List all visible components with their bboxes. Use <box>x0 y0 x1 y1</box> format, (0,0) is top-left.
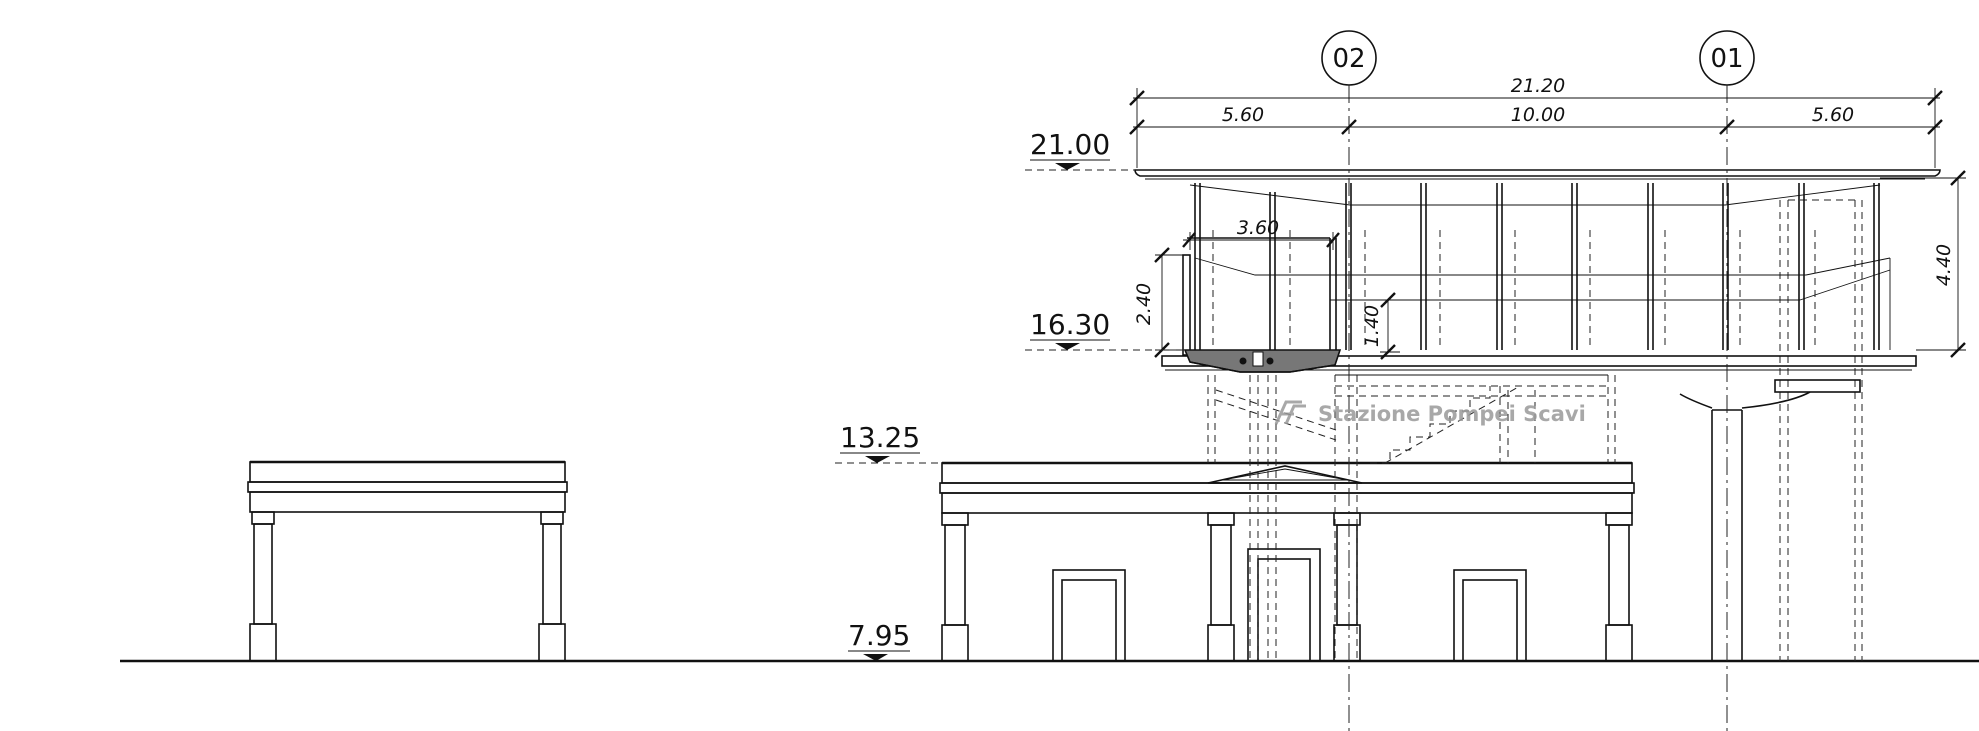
stair-volume <box>1207 374 1616 661</box>
dim-canopy-height: 4.40 <box>1933 244 1955 286</box>
dim-right: 5.60 <box>1812 104 1854 126</box>
roof-canopy <box>1134 169 1941 371</box>
dim-balcony-height: 2.40 <box>1133 283 1155 325</box>
grid-axis-02: 02 <box>1321 30 1377 731</box>
level-marker-1630: 16.30 <box>1025 308 1185 351</box>
dim-parapet-height: 1.40 <box>1361 305 1383 347</box>
level-marker-21: 21.00 <box>1025 128 1135 171</box>
watermark-text: Stazione Pompei Scavi <box>1318 402 1586 426</box>
balcony-dimensions: 3.60 2.40 1.40 <box>1133 217 1400 360</box>
level-marker-795: 7.95 <box>848 619 910 661</box>
svg-text:7.95: 7.95 <box>848 619 910 652</box>
dim-balcony-width: 3.60 <box>1237 217 1279 239</box>
level-marker-1325: 13.25 <box>835 421 942 464</box>
watermark: Stazione Pompei Scavi <box>1274 400 1586 426</box>
hangers <box>1194 183 1880 350</box>
top-dimensions: 21.20 5.60 10.00 5.60 <box>1129 75 1943 168</box>
left-pavilion <box>247 460 568 662</box>
watermark-logo-icon <box>1274 400 1306 425</box>
elevator-shaft <box>1679 199 1863 661</box>
dim-total: 21.20 <box>1511 75 1565 97</box>
dim-mid: 10.00 <box>1511 104 1565 126</box>
balcony-section <box>1182 237 1342 373</box>
grid-axis-01: 01 <box>1699 30 1755 731</box>
svg-text:16.30: 16.30 <box>1030 308 1110 341</box>
main-building <box>939 461 1635 662</box>
dim-left: 5.60 <box>1222 104 1264 126</box>
axis-label-02: 02 <box>1332 44 1365 74</box>
axis-label-01: 01 <box>1710 44 1743 74</box>
canopy-height-dimension: 4.40 <box>1880 170 1966 358</box>
svg-text:21.00: 21.00 <box>1030 128 1110 161</box>
svg-text:13.25: 13.25 <box>840 421 920 454</box>
